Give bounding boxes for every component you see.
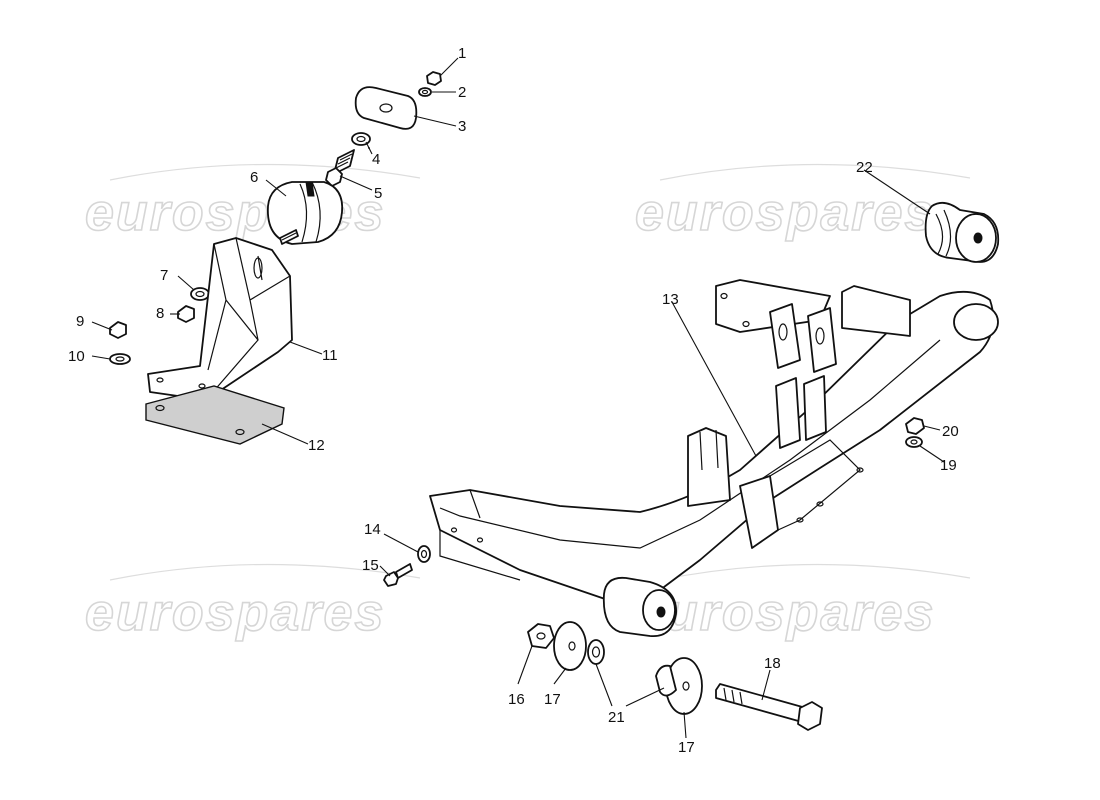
part-washer-2 xyxy=(418,87,432,97)
callout-1: 1 xyxy=(458,45,466,62)
callout-18: 18 xyxy=(764,655,781,672)
callout-21: 21 xyxy=(608,709,625,726)
watermark-bottom-left: eurospares xyxy=(85,584,385,642)
callout-11: 11 xyxy=(322,347,338,364)
callout-17b: 17 xyxy=(678,739,695,756)
callout-6: 6 xyxy=(250,169,258,186)
part-bolt-5 xyxy=(325,149,355,187)
part-washer-4 xyxy=(351,132,371,146)
callout-17a: 17 xyxy=(544,691,561,708)
callout-10: 10 xyxy=(68,348,85,365)
callout-19: 19 xyxy=(940,457,957,474)
part-washer-14 xyxy=(417,545,431,563)
callout-2: 2 xyxy=(458,84,466,101)
callout-20: 20 xyxy=(942,423,959,440)
part-nut-9 xyxy=(109,321,127,339)
callout-15: 15 xyxy=(362,557,379,574)
part-rubber-mount-6 xyxy=(267,181,344,245)
callout-16: 16 xyxy=(508,691,525,708)
part-bushing-22 xyxy=(924,201,1000,263)
callout-5: 5 xyxy=(374,185,382,202)
callout-labels: 1 2 3 4 5 6 7 8 9 10 11 12 13 14 15 16 1… xyxy=(68,45,959,756)
watermark-bottom-right: eurospares xyxy=(635,584,935,642)
callout-3: 3 xyxy=(458,118,466,135)
callout-12: 12 xyxy=(308,437,325,454)
part-pad-12 xyxy=(145,385,285,445)
callout-22: 22 xyxy=(856,159,873,176)
callout-7: 7 xyxy=(160,267,168,284)
callout-9: 9 xyxy=(76,313,84,330)
part-bracket-11 xyxy=(147,237,293,401)
leader-lines xyxy=(91,57,945,739)
part-nut-20 xyxy=(905,417,925,435)
part-bolt-15 xyxy=(383,563,413,587)
watermarks: eurospares eurospares eurospares eurospa… xyxy=(84,163,971,643)
part-spacer-21b xyxy=(655,664,677,697)
part-spacer-21a xyxy=(587,639,605,665)
part-crossmember-13 xyxy=(429,279,999,637)
callout-8: 8 xyxy=(156,305,164,322)
part-washer-10 xyxy=(109,353,131,365)
part-plate-3 xyxy=(354,86,418,130)
part-washer-19 xyxy=(905,436,923,448)
part-nut-16 xyxy=(527,623,555,649)
watermark-top-right: eurospares xyxy=(635,184,935,242)
callout-13: 13 xyxy=(662,291,679,308)
part-nut-1 xyxy=(426,71,442,86)
callout-14: 14 xyxy=(364,521,381,538)
part-washer-17a xyxy=(553,621,587,671)
part-bolt-18 xyxy=(715,683,823,731)
callout-4: 4 xyxy=(372,151,380,168)
part-nut-8 xyxy=(177,305,195,323)
